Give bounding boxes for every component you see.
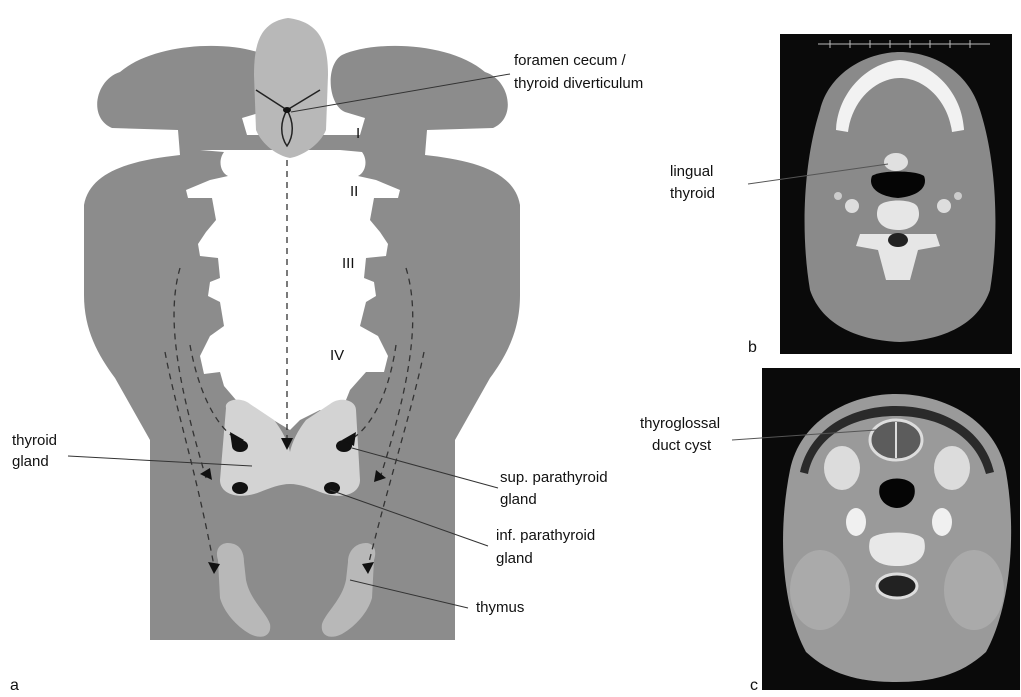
label-inf-parathyroid-2: gland [496, 550, 533, 567]
panel-b-ct-image: lingual thyroid b [670, 34, 1012, 356]
label-sup-parathyroid-1: sup. parathyroid [500, 469, 608, 486]
ct-b-lingual-thyroid [884, 153, 908, 171]
arch-label-IV: IV [330, 347, 344, 364]
panel-label-a: a [10, 677, 19, 694]
panel-label-c: c [750, 677, 758, 694]
label-thyroid-gland-2: gland [12, 453, 49, 470]
panel-a-diagram: I II III IV foramen cecum / thyroid dive… [10, 18, 643, 694]
label-cyst-1: thyroglossal [640, 415, 720, 432]
label-thyroid-gland-1: thyroid [12, 432, 57, 449]
label-thymus: thymus [476, 599, 524, 616]
label-inf-parathyroid-1: inf. parathyroid [496, 527, 595, 544]
panel-label-b: b [748, 339, 757, 356]
label-foramen-cecum: foramen cecum / [514, 52, 627, 69]
label-lingual-2: thyroid [670, 185, 715, 202]
inf-parathyroid-left [232, 482, 248, 494]
panel-c-ct-image: thyroglossal duct cyst c [640, 368, 1020, 694]
label-sup-parathyroid-2: gland [500, 491, 537, 508]
arch-label-I: I [356, 125, 360, 142]
label-cyst-2: duct cyst [652, 437, 712, 454]
arch-label-III: III [342, 255, 355, 272]
arch-label-II: II [350, 183, 358, 200]
foramen-cecum-dot [283, 107, 291, 113]
label-thyroid-diverticulum: thyroid diverticulum [514, 75, 643, 92]
label-lingual-1: lingual [670, 163, 713, 180]
